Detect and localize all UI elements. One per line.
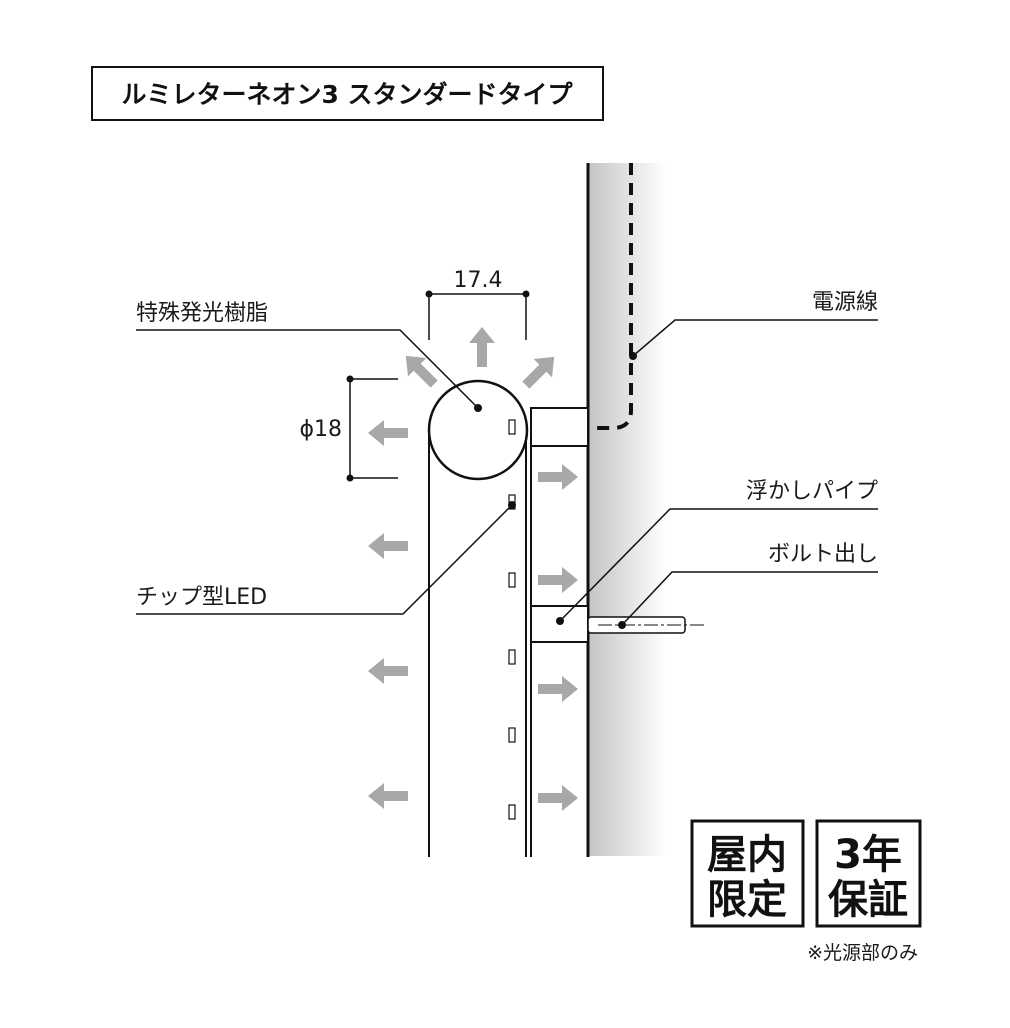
label-power-cable: 電源線 (812, 290, 878, 315)
arrow-left-icon (368, 658, 408, 684)
arrow-right-icon (538, 785, 578, 811)
leader-float-pipe: 浮かしパイプ (556, 479, 878, 625)
light-arrows (368, 327, 578, 811)
diameter-dimension-label: ϕ18 (299, 417, 342, 442)
led-chip (508, 649, 516, 665)
width-dimension: 17.4 (425, 268, 530, 340)
arrow-right-icon (538, 567, 578, 593)
neon-body (427, 379, 532, 857)
arrow-left-icon (368, 420, 408, 446)
width-dimension-label: 17.4 (454, 268, 503, 293)
leader-bolt: ボルト出し (618, 542, 878, 629)
page-title: ルミレターネオン3 スタンダードタイプ (121, 80, 573, 109)
arrow-up-icon (469, 327, 495, 367)
label-float-pipe: 浮かしパイプ (746, 479, 878, 504)
leader-power-cable: 電源線 (629, 290, 878, 360)
upper-bracket (530, 407, 589, 447)
arrow-up-right-icon (522, 356, 555, 389)
led-chip (508, 804, 516, 820)
label-led: チップ型LED (136, 585, 267, 610)
badge-indoor-only: 屋内 限定 (690, 819, 805, 928)
resin-tube-circle (427, 379, 529, 481)
badge-warranty-line1: 3年 (834, 832, 902, 878)
title-box: ルミレターネオン3 スタンダードタイプ (91, 66, 604, 121)
diameter-dimension: ϕ18 (299, 375, 398, 482)
badge-warranty: 3年 保証 (815, 819, 922, 928)
arrow-right-icon (538, 464, 578, 490)
arrow-left-icon (368, 533, 408, 559)
badge-warranty-line2: 保証 (828, 877, 908, 923)
label-bolt: ボルト出し (768, 542, 878, 567)
arrow-up-left-icon (405, 355, 438, 388)
wall (586, 163, 666, 857)
arrow-left-icon (368, 783, 408, 809)
leader-led: チップ型LED (136, 501, 516, 615)
badge-indoor-line2: 限定 (707, 877, 787, 923)
led-chip (508, 419, 516, 435)
led-chip (508, 572, 516, 588)
badge-indoor-line1: 屋内 (707, 832, 787, 878)
arrow-right-icon (538, 676, 578, 702)
label-resin: 特殊発光樹脂 (136, 301, 268, 326)
led-chip (508, 727, 516, 743)
leader-resin: 特殊発光樹脂 (136, 301, 482, 412)
bolt (587, 616, 705, 634)
led-chips (508, 419, 516, 820)
light-source-note: ※光源部のみ (807, 942, 918, 964)
power-cable (589, 163, 633, 430)
